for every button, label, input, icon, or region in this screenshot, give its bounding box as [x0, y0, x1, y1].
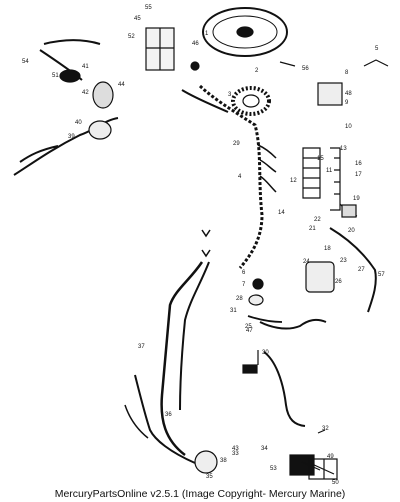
callout-label: 1: [205, 31, 209, 37]
flywheel: [202, 7, 288, 57]
callout-label: 50: [332, 480, 339, 486]
callout-label: 17: [355, 172, 362, 178]
callout-label: 26: [335, 279, 342, 285]
upper-left-harness: [13, 39, 119, 176]
callout-label: 56: [302, 66, 309, 72]
callout-label: 28: [236, 296, 243, 302]
callout-label: 37: [138, 344, 145, 350]
callout-label: 57: [378, 272, 385, 278]
callout-label: 19: [353, 196, 360, 202]
callout-label: 48: [345, 91, 352, 97]
callout-label: 32: [322, 426, 329, 432]
callout-label: 18: [324, 246, 331, 252]
callout-label: 12: [290, 178, 297, 184]
callout-label: 53: [270, 466, 277, 472]
callout-label: 21: [309, 226, 316, 232]
ignition-switch: [194, 450, 218, 474]
callout-label: 45: [134, 16, 141, 22]
callout-label: 40: [75, 120, 82, 126]
callout-label: 5: [375, 46, 379, 52]
callout-label: 11: [326, 168, 333, 174]
callout-label: 41: [82, 64, 89, 70]
callout-label: 52: [128, 34, 135, 40]
battery-cable: [160, 261, 204, 456]
callout-label: 25: [245, 324, 252, 330]
callout-label: 13: [340, 146, 347, 152]
main-harness: [198, 84, 264, 269]
callout-label: 14: [278, 210, 285, 216]
callout-label: 24: [303, 259, 310, 265]
terminal-block: [302, 147, 321, 199]
callout-label: 2: [255, 68, 259, 74]
callout-label: 51: [52, 73, 59, 79]
stator: [231, 86, 271, 116]
callout-label: 9: [345, 100, 349, 106]
callout-label: 39: [68, 134, 75, 140]
callout-label: 35: [206, 474, 213, 480]
callout-labels: 1 2 3 4 5 6 7 8 9 10 11 12 13 14 15 16 1…: [22, 5, 385, 486]
callout-label: 33: [232, 451, 239, 457]
callout-label: 27: [358, 267, 365, 273]
callout-label: 15: [317, 156, 324, 162]
callout-label: 16: [355, 161, 362, 167]
coil: [92, 81, 114, 109]
callout-label: 23: [340, 258, 347, 264]
callout-label: 47: [246, 328, 253, 334]
callout-label: 38: [220, 458, 227, 464]
callout-label: 20: [348, 228, 355, 234]
callout-label: 55: [145, 5, 152, 11]
image-caption: MercuryPartsOnline v2.5.1 (Image Copyrig…: [54, 488, 346, 500]
key-switch: [289, 454, 315, 476]
callout-label: 4: [238, 174, 242, 180]
callout-label: 36: [165, 412, 172, 418]
rectifier: [317, 82, 343, 106]
callout-label: 43: [232, 446, 239, 452]
callout-label: 46: [192, 41, 199, 47]
starter-solenoid: [305, 261, 335, 293]
callout-label: 29: [233, 141, 240, 147]
callout-label: 8: [345, 70, 349, 76]
callout-label: 22: [314, 217, 321, 223]
callout-label: 34: [261, 446, 268, 452]
callout-label: 6: [242, 270, 246, 276]
callout-label: 30: [262, 350, 269, 356]
callout-label: 42: [82, 90, 89, 96]
callout-label: 7: [242, 282, 246, 288]
callout-label: 10: [345, 124, 352, 130]
callout-label: 3: [228, 92, 232, 98]
wiring-diagram: 1 2 3 4 5 6 7 8 9 10 11 12 13 14 15 16 1…: [13, 5, 389, 486]
callout-label: 49: [327, 454, 334, 460]
callout-label: 31: [230, 308, 237, 314]
callout-label: 54: [22, 59, 29, 65]
callout-label: 44: [118, 82, 125, 88]
